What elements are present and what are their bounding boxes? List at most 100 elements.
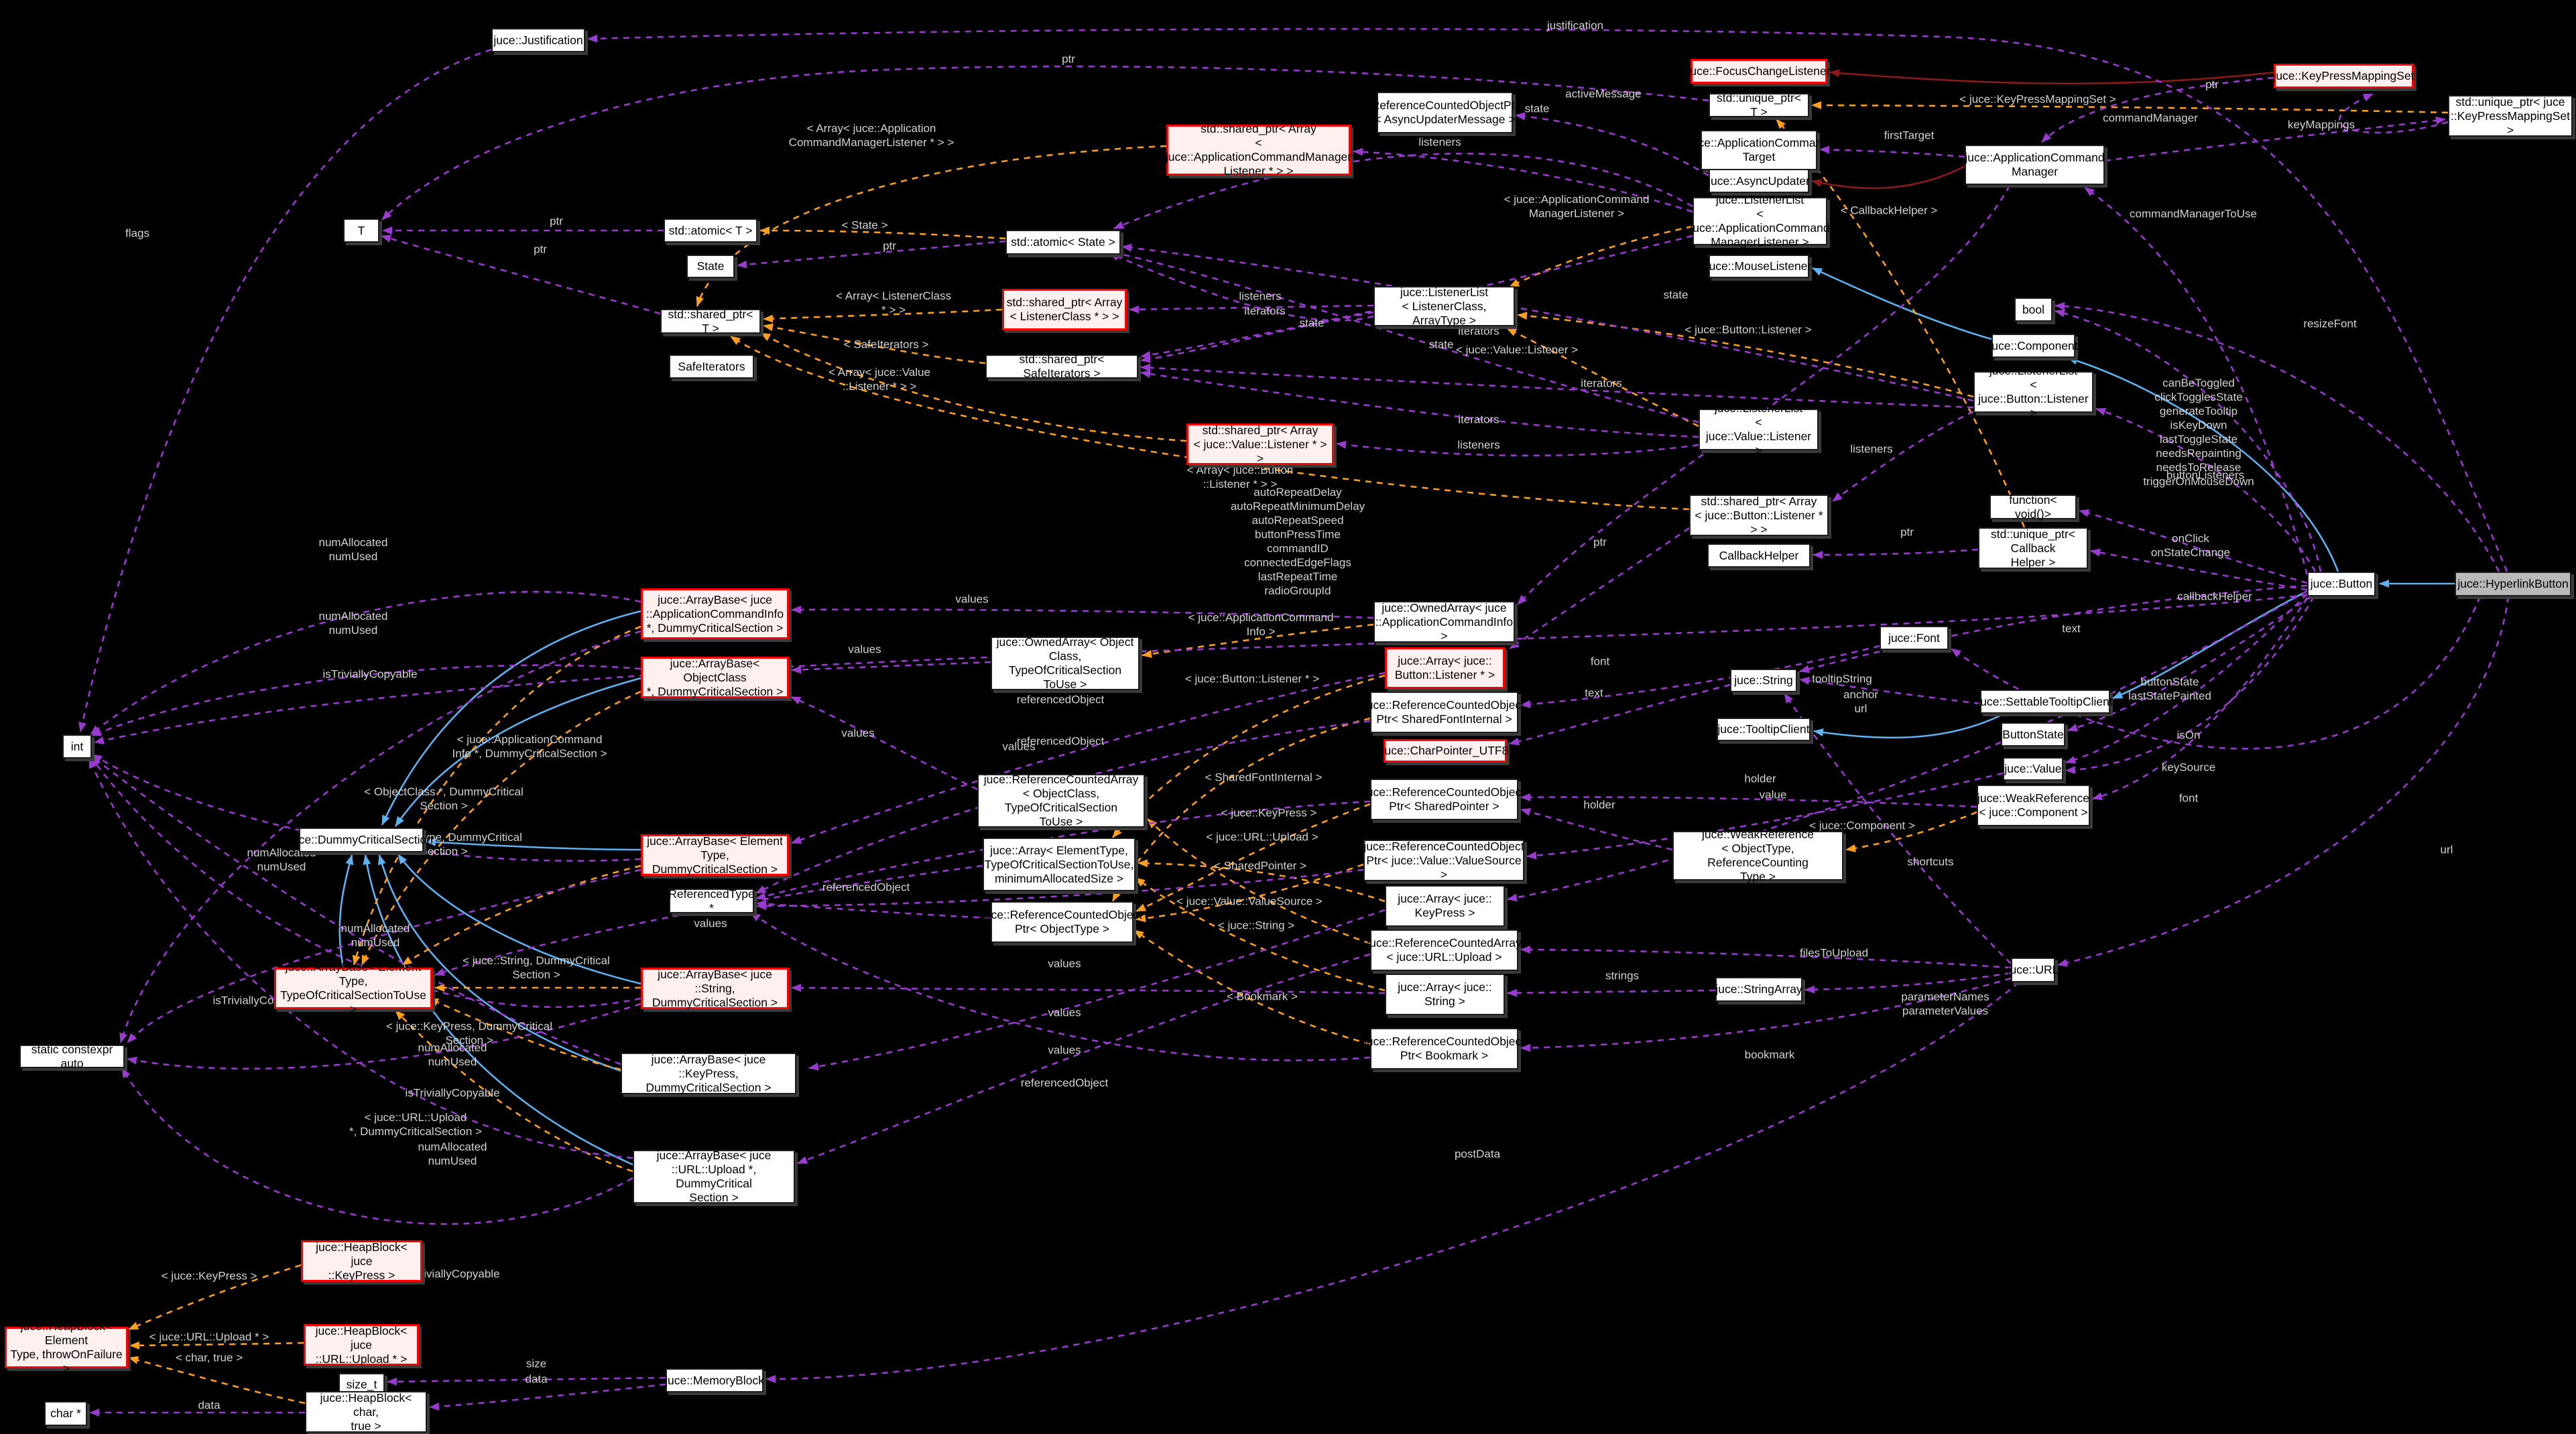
edge-font-class-to-rcop-shared-font-internal [1520, 645, 1880, 708]
edge-array-base-url-upload-dummy-to-dummy-critical-section [363, 854, 633, 1166]
node-keypress-mapping-set[interactable]: juce::KeyPressMappingSet [2273, 64, 2414, 88]
node-rc-array-url-upload[interactable]: juce::ReferenceCountedArray < juce::URL:… [1367, 929, 1522, 971]
node-rcop-async-updater-msg[interactable]: ReferenceCountedObjectPtr < AsyncUpdater… [1371, 92, 1518, 133]
node-function-void[interactable]: function< void()> [1989, 493, 2077, 521]
edge-atomic-state-to-atomic-t [759, 226, 1006, 240]
edge-array-base-element-tocs-to-dummy-critical-section [339, 854, 354, 968]
node-app-cmd-manager[interactable]: juce::ApplicationCommand Manager [1965, 145, 2105, 185]
node-value-class[interactable]: juce::Value [2003, 757, 2063, 781]
node-shared-ptr-array-acml: std::shared_ptr< Array < juce::Applicati… [1165, 122, 1352, 178]
node-button[interactable]: juce::Button [2307, 572, 2376, 596]
node-rcop-shared-pointer[interactable]: juce::ReferenceCountedObject Ptr< Shared… [1364, 779, 1524, 820]
node-weak-ref-component[interactable]: juce::WeakReference < juce::Component > [1977, 785, 2090, 826]
node-int-type: int [62, 734, 92, 759]
node-focus-change-listener[interactable]: juce::FocusChangeListener [1687, 59, 1831, 84]
node-array-base-keypress-dummy[interactable]: juce::ArrayBase< juce ::KeyPress, DummyC… [621, 1053, 796, 1094]
edge-array-base-string-dummy-to-int-type [90, 757, 641, 1008]
node-array-base-url-upload-dummy[interactable]: juce::ArrayBase< juce ::URL::Upload *, D… [633, 1149, 795, 1204]
node-array-keypress[interactable]: juce::Array< juce:: KeyPress > [1385, 885, 1505, 927]
node-rcop-shared-font-internal[interactable]: juce::ReferenceCountedObject Ptr< Shared… [1364, 692, 1524, 733]
edge-app-cmd-manager-to-async-updater [1811, 165, 1965, 190]
node-shared-ptr-t[interactable]: std::shared_ptr< T > [660, 308, 761, 335]
edge-unique-ptr-callback-helper-to-callback-helper [1813, 548, 1979, 559]
node-heap-block-char[interactable]: juce::HeapBlock< char, true > [305, 1391, 427, 1433]
node-heap-block-url-upload: juce::HeapBlock< juce ::URL::Upload * > [304, 1324, 419, 1366]
node-listener-list-button-listener[interactable]: juce::ListenerList < juce::Button::Liste… [1973, 364, 2093, 419]
edge-heap-block-char-to-heap-block-element [128, 1356, 306, 1405]
node-justification-class[interactable]: juce::Justification [491, 28, 585, 52]
edge-shared-ptr-t-to-t-type [381, 235, 661, 315]
node-unique-ptr-callback-helper[interactable]: std::unique_ptr< Callback Helper > [1978, 527, 2088, 569]
node-weak-ref-object-type[interactable]: juce::WeakReference < ObjectType, Refere… [1672, 828, 1843, 883]
node-app-cmd-target[interactable]: juce::ApplicationCommand Target [1689, 130, 1829, 170]
edge-heap-block-url-upload-to-heap-block-element [129, 1341, 304, 1350]
node-url-class[interactable]: juce::URL [2008, 958, 2059, 982]
node-owned-array-octs[interactable]: juce::OwnedArray< Object Class, TypeOfCr… [991, 635, 1140, 691]
node-rc-array-octs[interactable]: juce::ReferenceCountedArray < ObjectClas… [977, 773, 1145, 828]
edge-button-to-array-keypress [1507, 590, 2308, 902]
edge-app-cmd-manager-to-app-cmd-target [1819, 145, 1965, 158]
edge-button-to-component [2067, 356, 2339, 572]
edge-async-updater-to-rcop-async-updater-msg [1515, 112, 1709, 177]
node-rcop-object-type[interactable]: juce::ReferenceCountedObject Ptr< Object… [982, 901, 1142, 943]
edge-memory-block-to-heap-block-char [429, 1383, 666, 1411]
node-char-pointer-utf8[interactable]: juce::CharPointer_UTF8 [1382, 739, 1508, 763]
edge-listener-list-acml-to-listener-list-lcat [1509, 225, 1693, 288]
node-string-array[interactable]: juce::StringArray [1715, 977, 1802, 1002]
edge-app-cmd-manager-to-owned-array-aci [1517, 185, 2011, 605]
node-shared-ptr-array-value-listener: std::shared_ptr< Array < juce::Value::Li… [1186, 423, 1334, 465]
edge-owned-array-octs-to-array-base-objectclass [791, 661, 991, 674]
node-atomic-t[interactable]: std::atomic< T > [664, 218, 757, 243]
node-char-ptr: char * [44, 1401, 87, 1426]
node-state-type: State [686, 255, 735, 278]
node-unique-ptr-t[interactable]: std::unique_ptr< T > [1709, 91, 1809, 119]
node-listener-list-lcat[interactable]: juce::ListenerList < ListenerClass, Arra… [1373, 285, 1515, 327]
node-settable-tooltip-client[interactable]: juce::SettableTooltipClient [1977, 690, 2113, 714]
node-unique-ptr-kpms[interactable]: std::unique_ptr< juce ::KeyPressMappingS… [2448, 95, 2573, 137]
edge-listener-list-button-listener-to-listener-list-lcat [1517, 312, 1974, 398]
node-listener-list-value-listener[interactable]: juce::ListenerList < juce::Value::Listen… [1699, 401, 1819, 457]
node-listener-list-acml[interactable]: juce::ListenerList < juce::ApplicationCo… [1690, 193, 1830, 249]
edge-settable-tooltip-client-to-tooltip-client [1813, 712, 2005, 739]
edge-array-base-element-dummy-to-int-type [92, 753, 641, 862]
node-string-class[interactable]: juce::String [1730, 669, 1797, 692]
node-hyperlink-button: juce::HyperlinkButton [2455, 572, 2571, 596]
edge-keypress-mapping-set-to-app-cmd-manager [2041, 76, 2274, 143]
node-shared-ptr-array-button-listener[interactable]: std::shared_ptr< Array < juce::Button::L… [1689, 495, 1829, 536]
edge-array-button-listener-ptr-to-array-base-element-dummy [791, 671, 1386, 844]
edge-array-base-string-dummy-to-dummy-critical-section [397, 854, 641, 985]
node-font-class[interactable]: juce::Font [1880, 626, 1949, 650]
edge-array-base-aci-to-dummy-critical-section [381, 610, 641, 826]
node-mouse-listener[interactable]: juce::MouseListener [1707, 255, 1811, 278]
edge-array-element-type-to-array-base-element-tocs [434, 864, 983, 976]
node-array-element-type[interactable]: juce::Array< ElementType, TypeOfCritical… [983, 838, 1136, 891]
node-safe-iterators: SafeIterators [669, 354, 754, 379]
edge-url-class-to-rcop-bookmark [1520, 977, 2012, 1052]
edge-owned-array-aci-to-owned-array-octs [1142, 623, 1374, 658]
node-rcop-value-source[interactable]: juce::ReferenceCountedObject Ptr< juce::… [1363, 839, 1524, 881]
edge-rcop-shared-font-internal-to-rcop-object-type [1111, 717, 1371, 902]
edge-array-keypress-to-array-base-keypress-dummy [808, 909, 1386, 1071]
node-atomic-state[interactable]: std::atomic< State > [1005, 230, 1121, 255]
node-rcop-bookmark[interactable]: juce::ReferenceCountedObject Ptr< Bookma… [1364, 1028, 1524, 1069]
edge-array-string-to-array-base-string-dummy [791, 984, 1386, 994]
node-async-updater[interactable]: juce::AsyncUpdater [1708, 169, 1810, 193]
node-memory-block[interactable]: juce::MemoryBlock [665, 1368, 764, 1392]
node-array-string[interactable]: juce::Array< juce:: String > [1385, 974, 1505, 1015]
node-heap-block-keypress: juce::HeapBlock< juce ::KeyPress > [301, 1240, 422, 1282]
edge-keypress-mapping-set-to-focus-change-listener [1829, 69, 2274, 84]
edge-array-base-element-dummy-to-static-constexpr-auto [127, 868, 641, 1043]
edge-shared-ptr-array-button-listener-to-array-button-listener-ptr [1509, 527, 1690, 650]
node-tooltip-client[interactable]: juce::TooltipClient [1717, 718, 1811, 741]
edge-rc-array-url-upload-to-array-base-url-upload-dummy [797, 953, 1371, 1165]
edge-array-base-keypress-dummy-to-dummy-critical-section [377, 854, 621, 1072]
node-dummy-critical-section[interactable]: juce::DummyCriticalSection [290, 828, 433, 852]
node-shared-ptr-safe-iterators[interactable]: std::shared_ptr< SafeIterators > [985, 352, 1138, 380]
edge-rcop-shared-pointer-to-rcop-object-type [1136, 803, 1371, 913]
node-owned-array-aci[interactable]: juce::OwnedArray< juce ::ApplicationComm… [1373, 601, 1515, 643]
edge-app-cmd-manager-to-unique-ptr-kpms [2104, 116, 2446, 162]
node-component[interactable]: juce::Component [1989, 334, 2078, 358]
edge-heap-block-keypress-to-heap-block-element [128, 1264, 302, 1331]
edge-rcop-value-source-to-referenced-type [756, 868, 1364, 910]
edge-shared-ptr-array-value-listener-to-shared-ptr-t [760, 332, 1187, 442]
